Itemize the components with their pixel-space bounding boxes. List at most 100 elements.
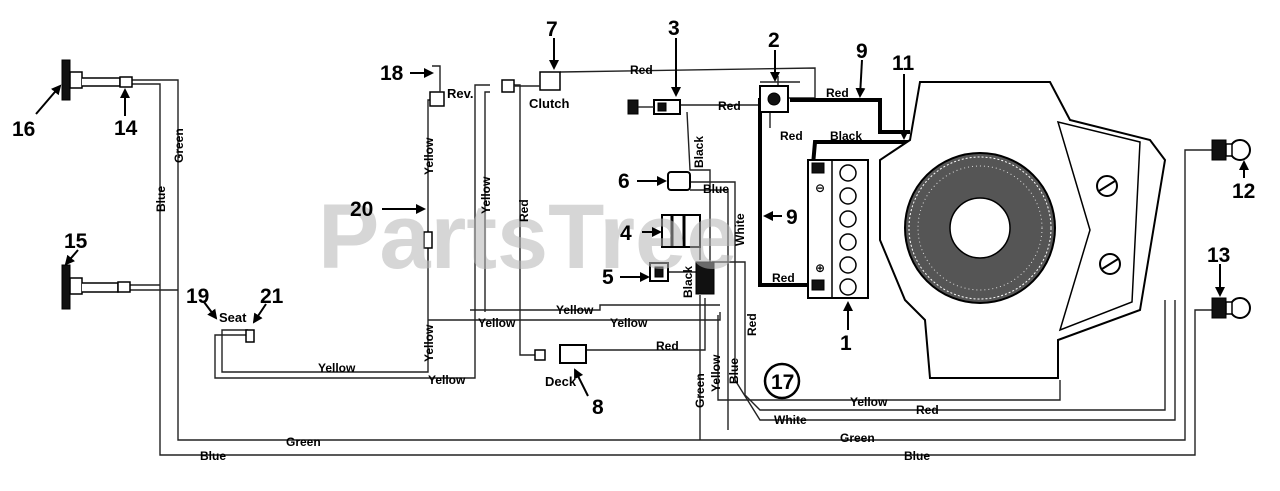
watermark: PartsTree <box>318 186 737 288</box>
callout-3: 3 <box>668 17 680 40</box>
label-yellow-left: Yellow <box>478 316 516 330</box>
wire-seat <box>214 84 490 379</box>
label-red-key: Red <box>718 99 741 113</box>
callout-4: 4 <box>620 222 632 245</box>
engine <box>879 81 1167 379</box>
callout-9-side: 9 <box>786 206 798 229</box>
wire-white <box>690 189 729 430</box>
wire-red-right <box>712 261 1166 411</box>
label-red-battery: Red <box>772 271 795 285</box>
label-yellow-bottom: Yellow <box>428 373 466 387</box>
label-red-lower: Red <box>656 339 679 353</box>
callout-arrows <box>35 38 1249 397</box>
callout-19: 19 <box>186 285 209 308</box>
wires <box>128 67 1215 456</box>
wire-red-deck <box>560 298 706 351</box>
label-blue-6: Blue <box>703 182 729 196</box>
wire-yellow-bus <box>428 304 721 321</box>
label-yellow-seat: Yellow <box>318 361 356 375</box>
label-red-bottom: Red <box>916 403 939 417</box>
callout-15: 15 <box>64 230 88 253</box>
callout-13: 13 <box>1207 244 1230 267</box>
callout-18: 18 <box>380 62 404 85</box>
callout-12: 12 <box>1232 180 1255 203</box>
label-yellow-center: Yellow <box>610 316 648 330</box>
key-switch <box>627 99 681 115</box>
label-red-9: Red <box>826 86 849 100</box>
label-blue-left: Blue <box>154 186 168 212</box>
label-yellow-mid: Yellow <box>556 303 594 317</box>
callout-16: 16 <box>12 118 35 141</box>
wire-seat-inner <box>221 99 435 373</box>
callout-17-circle <box>763 362 801 400</box>
label-white-bottom: White <box>774 413 807 427</box>
label-rev: Rev. <box>447 86 474 101</box>
switch-black <box>695 261 715 295</box>
label-clutch: Clutch <box>529 96 570 111</box>
callout-8: 8 <box>592 396 604 419</box>
label-green-vertical: Green <box>693 373 707 408</box>
switch-5 <box>649 262 669 282</box>
label-yellow-engine: Yellow <box>850 395 888 409</box>
wire-blue-outer <box>130 83 1215 456</box>
label-red-solenoid: Red <box>780 129 803 143</box>
callout-20: 20 <box>350 198 373 221</box>
label-yellow-vertical: Yellow <box>709 354 723 392</box>
label-black-key: Black <box>692 136 706 168</box>
callout-11: 11 <box>892 52 915 75</box>
callout-2: 2 <box>768 29 780 52</box>
label-deck: Deck <box>545 374 577 389</box>
seat-switch <box>245 329 255 343</box>
label-red-right: Red <box>745 313 759 336</box>
callout-5: 5 <box>602 266 614 289</box>
label-yellow-20: Yellow <box>422 137 436 175</box>
label-yellow-down: Yellow <box>422 324 436 362</box>
battery: ⊖ ⊕ <box>807 159 869 299</box>
label-white-vertical: White <box>733 213 747 246</box>
label-blue-vertical: Blue <box>727 358 741 384</box>
solenoid <box>759 85 789 113</box>
callout-17: 17 <box>771 371 794 394</box>
callout-7: 7 <box>546 18 558 41</box>
rev-switch <box>429 65 445 107</box>
cable-9-red <box>790 98 910 134</box>
light-12 <box>1211 139 1251 161</box>
callout-numbers: 1 2 3 4 5 6 7 8 9 9 11 12 13 14 15 16 17… <box>12 17 1255 419</box>
component-labels: Rev. Clutch Seat Deck <box>219 86 577 389</box>
light-13 <box>1211 297 1251 319</box>
label-black-top: Black <box>830 129 862 143</box>
module-4 <box>661 214 701 248</box>
callout-9-top: 9 <box>856 40 868 63</box>
label-red-top: Red <box>630 63 653 77</box>
label-blue-bottom: Blue <box>200 449 226 463</box>
label-blue-bottom-right: Blue <box>904 449 930 463</box>
label-red-vertical: Red <box>517 199 531 222</box>
cable-9-battery <box>758 98 815 287</box>
wire-green-outer <box>130 79 1212 441</box>
clutch-switch <box>501 71 561 93</box>
callout-14: 14 <box>114 117 138 140</box>
label-black-switch: Black <box>681 266 695 298</box>
callout-1: 1 <box>840 332 852 355</box>
wire-black-key <box>686 111 711 290</box>
headlight-15 <box>61 264 131 310</box>
label-green-bottom: Green <box>286 435 321 449</box>
switch-6 <box>667 171 691 191</box>
callout-6: 6 <box>618 170 630 193</box>
headlight-16 <box>61 59 133 101</box>
wire-yellow-vertical <box>717 315 1061 401</box>
label-yellow-rev: Yellow <box>479 176 493 214</box>
svg-text:⊕: ⊕ <box>815 261 825 275</box>
svg-text:⊖: ⊖ <box>815 181 825 195</box>
connector-20 <box>423 231 433 249</box>
deck-switch <box>534 344 587 364</box>
label-green-bottom-right: Green <box>840 431 875 445</box>
label-green-left: Green <box>172 128 186 163</box>
wire-yellow-clutch <box>484 91 490 312</box>
wire-headlight-15 <box>128 284 178 291</box>
label-seat: Seat <box>219 310 247 325</box>
cable-11-black <box>811 140 915 166</box>
callout-21: 21 <box>260 285 284 308</box>
wire-labels: Red Red Red Red Red Red Red Black Blue G… <box>154 63 939 463</box>
